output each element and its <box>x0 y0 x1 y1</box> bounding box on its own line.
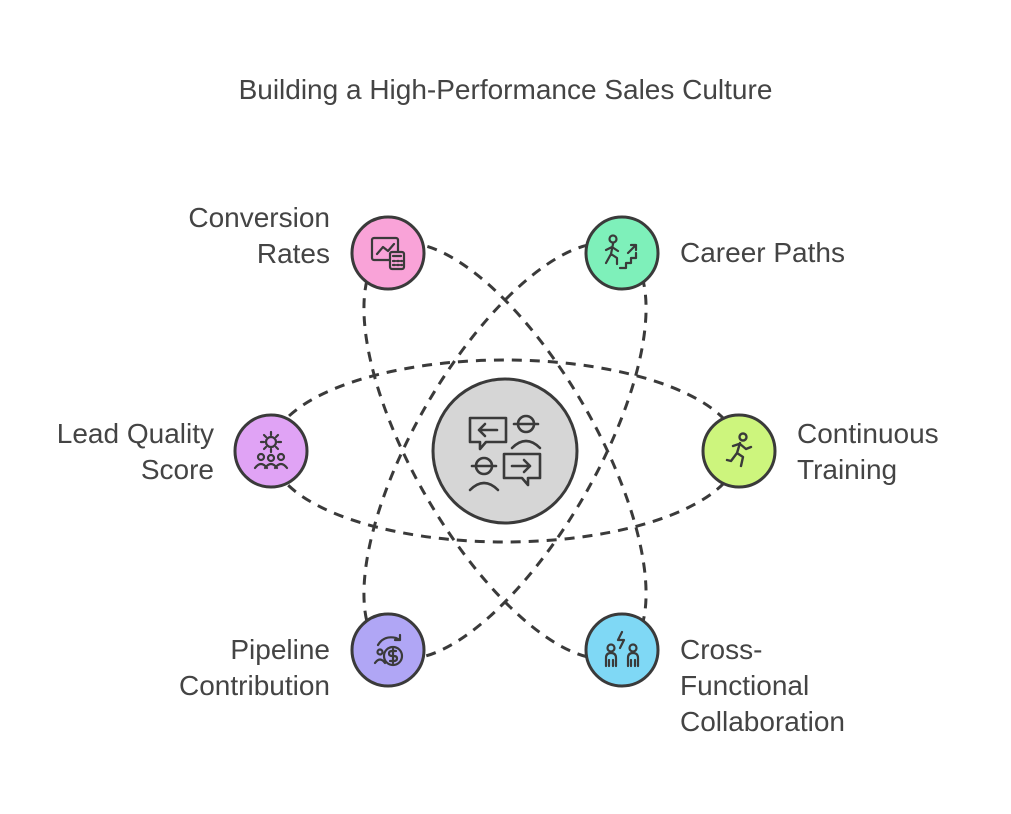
conversation-icon <box>468 414 542 492</box>
node-conversion-rates <box>350 215 426 291</box>
node-lead-quality-score <box>233 413 309 489</box>
label-conversion-rates: Conversion Rates <box>188 202 330 269</box>
label-pipeline-contribution: Pipeline Contribution <box>179 634 330 701</box>
node-circle-conversion-rates <box>350 215 426 291</box>
label-cross-functional-collaboration: Cross- Functional Collaboration <box>680 634 845 737</box>
climbing-stairs-icon <box>604 234 638 270</box>
node-continuous-training <box>701 413 777 489</box>
label-career-paths: Career Paths <box>680 237 845 268</box>
diagram-title: Building a High-Performance Sales Cultur… <box>238 74 773 105</box>
node-career-paths <box>584 215 660 291</box>
node-circle-continuous-training <box>701 413 777 489</box>
money-cycle-icon <box>373 633 404 667</box>
center-hub <box>431 377 579 525</box>
people-spark-icon <box>604 630 640 668</box>
node-circle-cross-functional-collaboration <box>584 612 660 688</box>
node-pipeline-contribution <box>350 612 426 688</box>
node-circle-pipeline-contribution <box>350 612 426 688</box>
label-lead-quality-score: Lead Quality Score <box>56 418 214 485</box>
running-person-icon <box>725 432 753 468</box>
node-cross-functional-collaboration <box>584 612 660 688</box>
label-continuous-training: Continuous Training <box>797 418 939 485</box>
node-circle-career-paths <box>584 215 660 291</box>
team-gear-icon <box>253 430 289 470</box>
chart-calculator-icon <box>370 236 406 271</box>
center-circle <box>431 377 579 525</box>
